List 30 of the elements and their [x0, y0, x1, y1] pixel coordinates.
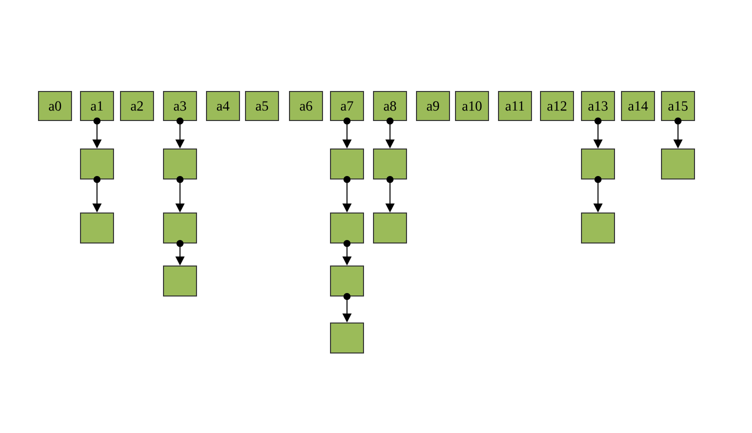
label-box: a2: [120, 91, 154, 121]
empty-box: [163, 266, 197, 296]
empty-box: [80, 212, 114, 244]
label-box: a6: [289, 91, 323, 121]
empty-box: [330, 212, 364, 244]
label-box: a11: [498, 91, 532, 121]
empty-box: [661, 148, 695, 180]
label-box: a3: [163, 91, 197, 121]
label-box: a13: [581, 91, 615, 121]
label-box: a8: [373, 91, 407, 121]
empty-box: [373, 148, 407, 180]
label-box: a12: [540, 91, 574, 121]
label-box: a14: [621, 91, 655, 121]
empty-box: [80, 148, 114, 180]
label-box: a5: [245, 91, 279, 121]
empty-box: [163, 212, 197, 244]
empty-box: [330, 266, 364, 296]
label-box: a9: [416, 91, 450, 121]
empty-box: [330, 148, 364, 180]
label-box: a1: [80, 91, 114, 121]
label-box: a10: [455, 91, 489, 121]
empty-box: [581, 212, 615, 244]
empty-box: [581, 148, 615, 180]
empty-box: [330, 322, 364, 354]
label-box: a0: [38, 91, 72, 121]
label-box: a7: [330, 91, 364, 121]
label-box: a15: [661, 91, 695, 121]
empty-box: [373, 212, 407, 244]
empty-box: [163, 148, 197, 180]
label-box: a4: [206, 91, 240, 121]
